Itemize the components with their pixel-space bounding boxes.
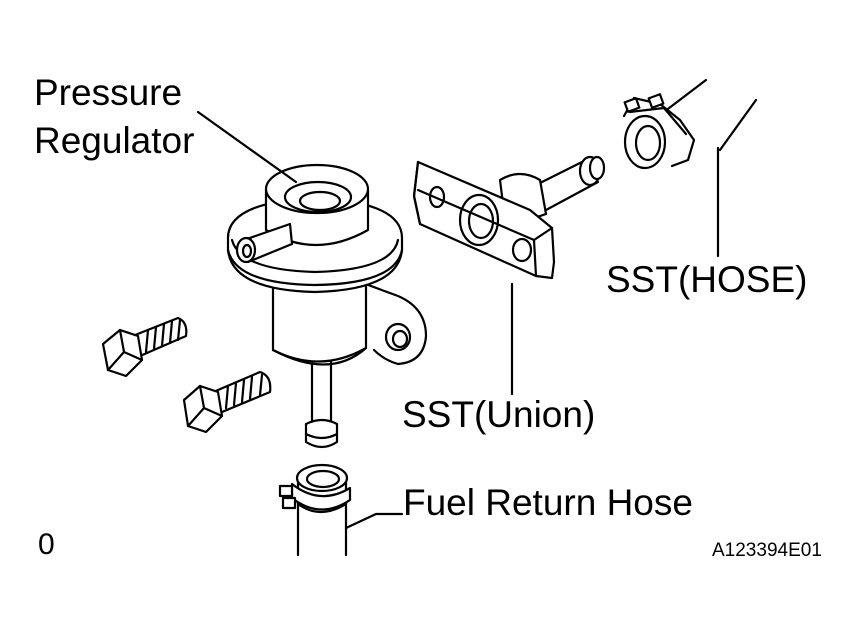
fuel-return-hose bbox=[280, 465, 350, 555]
leader-fuel-return-hose bbox=[346, 514, 402, 528]
bolt bbox=[184, 372, 270, 432]
label-fuel-return-hose: Fuel Return Hose bbox=[403, 482, 693, 523]
sst-hose bbox=[624, 80, 756, 168]
bolt bbox=[103, 318, 186, 376]
sst-union bbox=[414, 157, 604, 278]
label-pressure-regulator-line1: Pressure bbox=[34, 72, 183, 113]
leader-pressure-regulator bbox=[198, 112, 296, 182]
label-sst-hose: SST(HOSE) bbox=[606, 259, 808, 300]
figure-code: A123394E01 bbox=[712, 540, 822, 561]
pressure-regulator bbox=[228, 165, 426, 447]
label-sst-union: SST(Union) bbox=[402, 394, 596, 435]
label-pressure-regulator-line2: Regulator bbox=[34, 120, 195, 161]
corner-mark: 0 bbox=[38, 528, 55, 561]
